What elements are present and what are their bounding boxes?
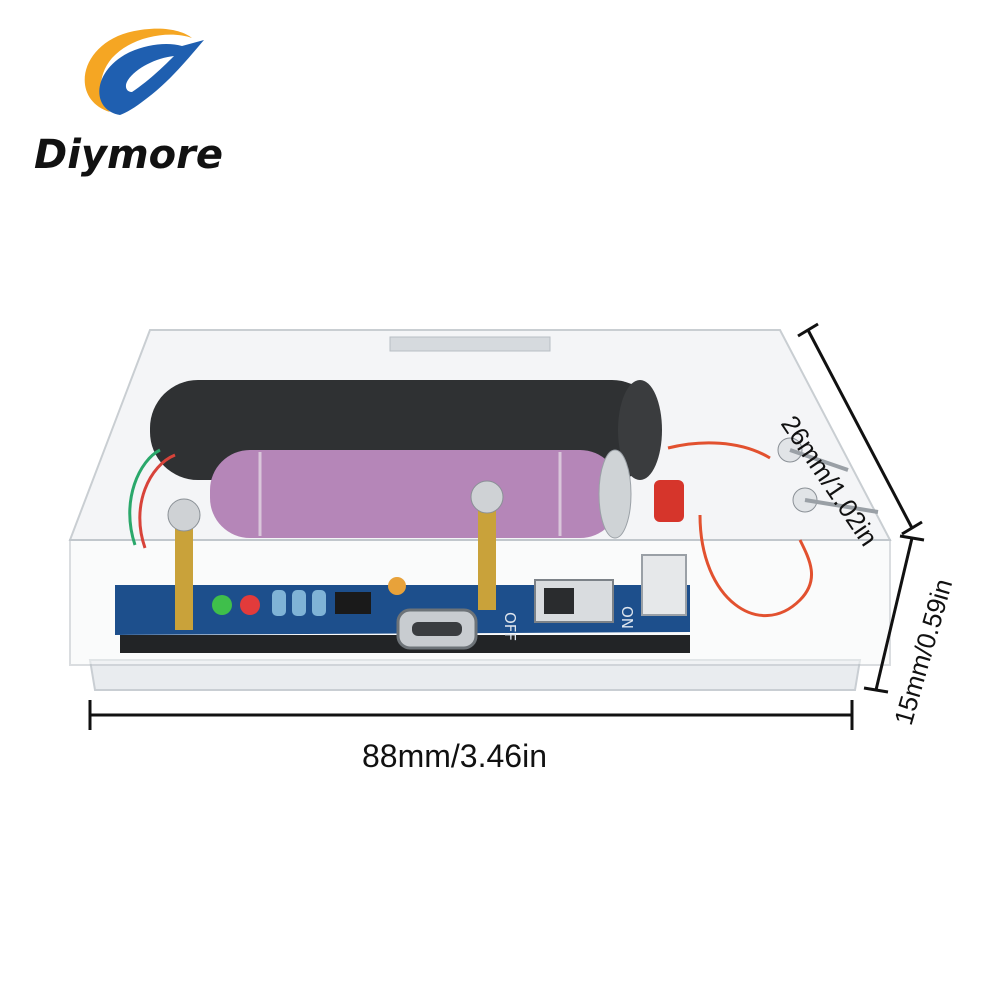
orange-wire-top bbox=[667, 441, 771, 460]
off-label: OFF bbox=[501, 612, 519, 641]
acrylic-tab bbox=[389, 336, 551, 352]
green-led bbox=[212, 595, 232, 615]
diymore-swoosh-logo-icon bbox=[84, 28, 204, 115]
push-button-housing bbox=[641, 554, 687, 616]
dimension-lines bbox=[88, 322, 925, 730]
width-dimension-label: 88mm/3.46in bbox=[362, 738, 547, 774]
standoff-right bbox=[478, 500, 496, 610]
red-push-button bbox=[654, 480, 684, 522]
standoff-left bbox=[175, 520, 193, 630]
brand-logo: Diymore bbox=[30, 20, 230, 190]
height-dimension-line bbox=[874, 537, 914, 691]
depth-dimension-line bbox=[806, 329, 914, 529]
orange-wire-bottom bbox=[698, 514, 814, 618]
brand-name: Diymore bbox=[34, 132, 224, 178]
on-label: ON bbox=[618, 606, 636, 629]
lithium-battery bbox=[210, 450, 620, 538]
red-led bbox=[240, 595, 260, 615]
